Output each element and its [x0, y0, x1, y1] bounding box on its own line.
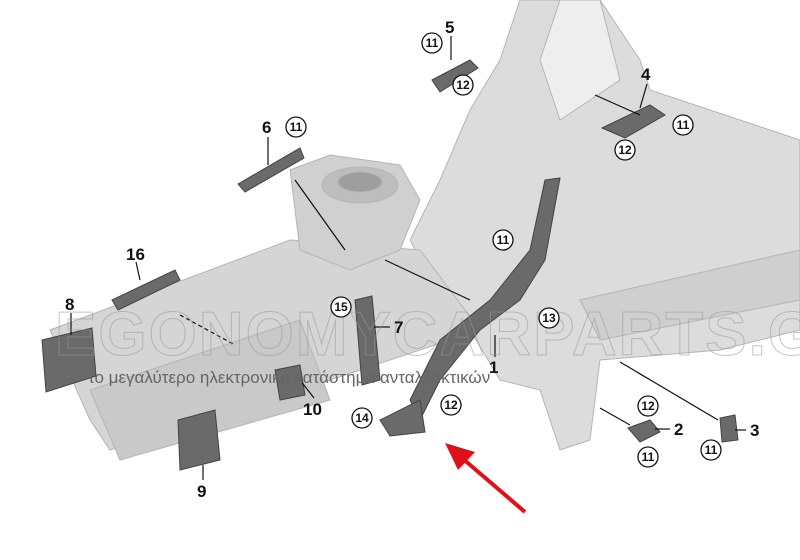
- watermark-tagline: το μεγαλύτερο ηλεκτρονικό κατάστημα αντα…: [88, 368, 490, 387]
- part-2: [627, 419, 661, 443]
- label-3: 3: [750, 421, 759, 440]
- circled-11: 11: [426, 36, 439, 50]
- part-16: [111, 269, 181, 311]
- label-8: 8: [65, 295, 74, 314]
- part-9: [177, 409, 221, 471]
- leader-lines: [70, 36, 746, 480]
- circled-labels: [285, 32, 722, 468]
- label-4: 4: [641, 65, 651, 84]
- circled-11: 11: [290, 120, 303, 134]
- part-5: [431, 59, 479, 93]
- circled-13: 13: [542, 311, 556, 325]
- circled-12: 12: [618, 143, 632, 157]
- part-6: [237, 147, 305, 193]
- part-1-bracket: [409, 177, 561, 422]
- circled-11: 11: [677, 118, 690, 132]
- label-6: 6: [262, 118, 271, 137]
- part-7: [354, 295, 381, 386]
- label-5: 5: [445, 18, 454, 37]
- circled-label-text: 11 12 11 12 11 11 15 13 14 12 12 11 11: [290, 36, 718, 464]
- label-7: 7: [394, 318, 403, 337]
- circled-15: 15: [334, 300, 348, 314]
- circled-11: 11: [642, 450, 655, 464]
- label-16: 16: [126, 245, 145, 264]
- red-arrow-indicator: [445, 443, 527, 514]
- circled-11: 11: [497, 233, 510, 247]
- label-2: 2: [674, 420, 683, 439]
- part-3: [719, 414, 739, 443]
- circled-12: 12: [456, 78, 470, 92]
- circled-12: 12: [444, 398, 458, 412]
- car-body-structure: [49, 0, 800, 461]
- label-10: 10: [303, 400, 322, 419]
- part-number-labels: 5 4 6 16 8 7 1 10 9 2 3: [65, 18, 759, 501]
- parts: [41, 59, 739, 471]
- label-9: 9: [197, 482, 206, 501]
- part-14: [379, 399, 426, 437]
- part-8: [41, 327, 97, 393]
- part-10: [274, 364, 306, 401]
- circled-12: 12: [641, 399, 655, 413]
- circled-11: 11: [705, 443, 718, 457]
- label-1: 1: [489, 358, 498, 377]
- circled-14: 14: [355, 411, 369, 425]
- watermark-title: EGONOMYCARPARTS.GR: [55, 300, 800, 369]
